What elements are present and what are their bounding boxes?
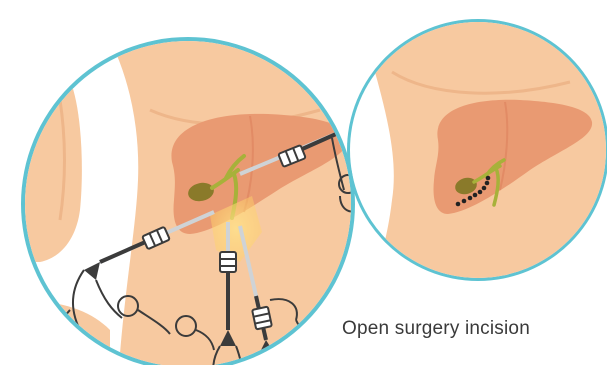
- laparoscopic-panel: [15, 30, 365, 365]
- trocar-bottom-right: [252, 307, 272, 330]
- trocar-bottom-center: [220, 252, 236, 272]
- open-surgery-panel: [340, 10, 607, 290]
- open-surgery-caption: Open surgery incision: [342, 318, 604, 340]
